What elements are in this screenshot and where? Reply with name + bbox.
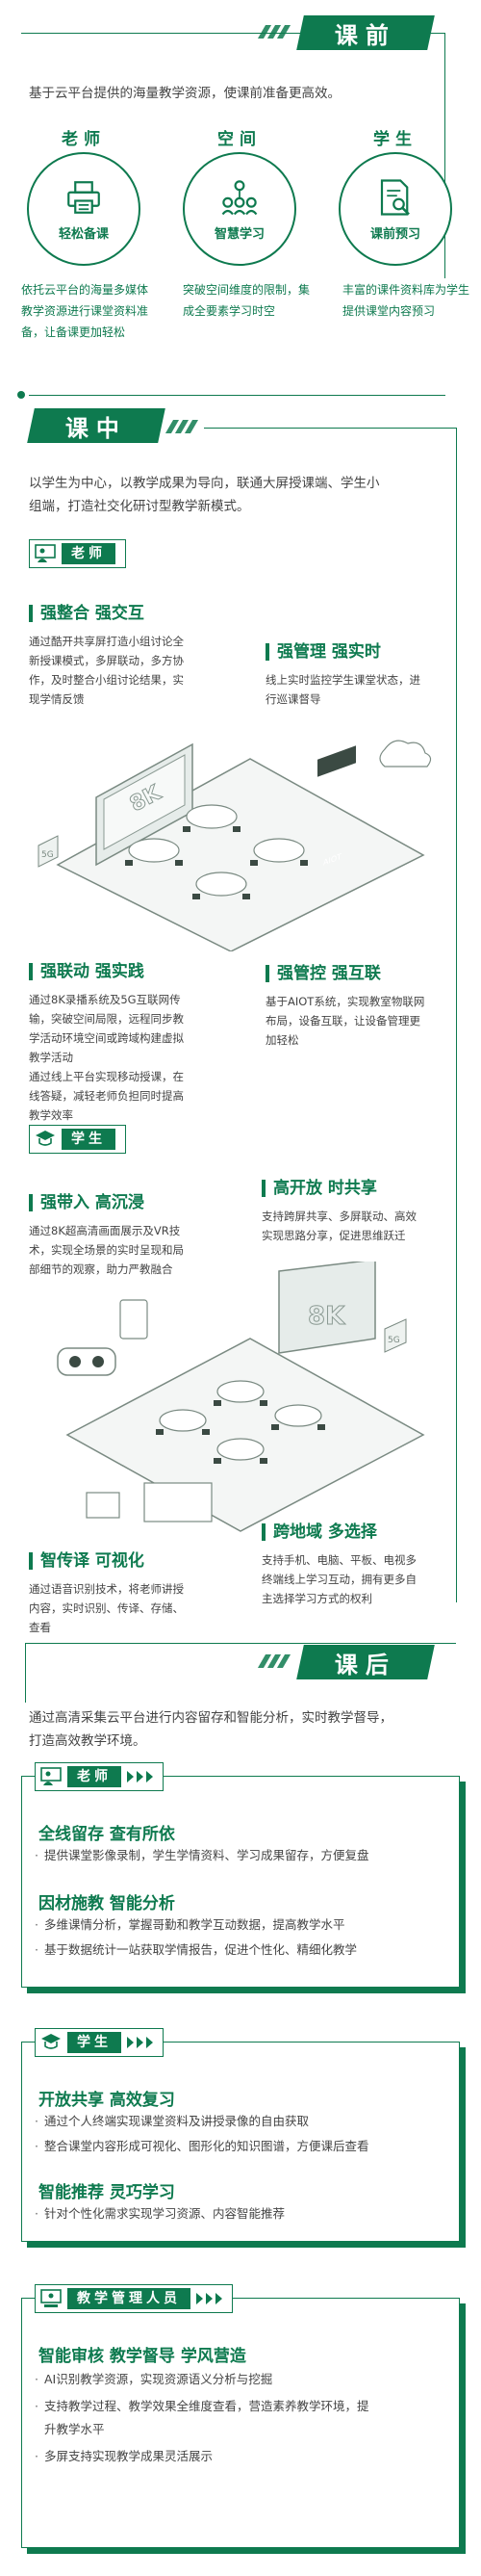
feature-desc: 基于AIOT系统，实现教室物联网 布局，设备互联，让设备管理更 加轻松 bbox=[266, 995, 425, 1047]
feature-desc: 支持手机、电脑、平板、电视多 终端线上学习互动，拥有更多自 主选择学习方式的权利 bbox=[262, 1553, 417, 1605]
after-intro-1: 通过高清采集云平台进行内容留存和智能分析，实时教学督导， bbox=[29, 1710, 392, 1726]
section-line bbox=[456, 428, 457, 1602]
bullet-continuation: 升教学水平 bbox=[44, 2422, 105, 2436]
phone-icon bbox=[119, 1299, 148, 1340]
role-tag-teacher: 老师 bbox=[35, 1762, 164, 1791]
after-intro-2: 打造高效教学环境。 bbox=[29, 1733, 146, 1749]
bullet-item: 提供课堂影像录制，学生学情资料、学习成果留存，方便复盘 bbox=[35, 1845, 369, 1866]
role-tag-teacher: 老师 bbox=[29, 539, 126, 568]
screen-8k-label: 8K bbox=[308, 1302, 345, 1331]
before-card-space: 智慧学习 bbox=[183, 152, 296, 266]
section-line bbox=[204, 428, 456, 429]
before-card-desc: 突破空间维度的限制，集成全要素学习时空 bbox=[183, 283, 311, 318]
during-intro-1: 以学生为中心，以教学成果为导向，联通大屏授课端、学生小 bbox=[29, 476, 380, 491]
laptop-icon bbox=[143, 1482, 213, 1522]
badge-5g: 5G bbox=[41, 850, 54, 860]
feature-title: 强整合 强交互 bbox=[29, 605, 144, 622]
section-banner-after: 课后 bbox=[296, 1645, 435, 1679]
teacher-icon bbox=[38, 1765, 63, 1788]
feature-desc: 线上实时监控学生课堂状态，进 行巡课督导 bbox=[266, 673, 420, 706]
feature-title: 跨地域 多选择 bbox=[262, 1523, 377, 1541]
section-line bbox=[444, 33, 445, 278]
bullet-item: 针对个性化需求实现学习资源、内容智能推荐 bbox=[35, 2203, 285, 2225]
role-tag-student: 学生 bbox=[35, 2028, 164, 2057]
feature-title: 强带入 高沉浸 bbox=[29, 1194, 144, 1211]
before-card-label: 课前预习 bbox=[369, 226, 420, 242]
section-line bbox=[25, 1643, 456, 1644]
feature-title: 强联动 强实践 bbox=[29, 963, 144, 980]
group-title: 智能推荐 灵巧学习 bbox=[38, 2183, 175, 2202]
section-line bbox=[25, 1643, 26, 1703]
document-search-icon bbox=[380, 178, 410, 216]
before-intro: 基于云平台提供的海量教学资源，使课前准备更高效。 bbox=[29, 86, 341, 101]
feature-desc: 通过8K超高清画面展示及VR技 术，实现全场景的实时呈现和局 部细节的观察，助力… bbox=[29, 1224, 184, 1276]
feature-title: 高开放 时共享 bbox=[262, 1180, 377, 1197]
cloud-icon bbox=[379, 740, 432, 768]
before-card-teacher: 轻松备课 bbox=[27, 152, 140, 266]
bullet-item: 多屏支持实现教学成果灵活展示 bbox=[35, 2446, 213, 2467]
graduate-icon bbox=[33, 1128, 58, 1151]
before-card-desc: 丰富的课件资料库为学生提供课堂内容预习 bbox=[342, 283, 470, 318]
feature-title: 智传译 可视化 bbox=[29, 1552, 144, 1570]
badge-5g: 5G bbox=[388, 1336, 400, 1345]
role-tag-admin: 教学管理人员 bbox=[35, 2284, 233, 2313]
vr-headset-icon bbox=[57, 1347, 116, 1376]
classroom-illustration-teacher: 8K 5G AIOT bbox=[38, 740, 432, 951]
feature-title: 强管理 强实时 bbox=[266, 643, 381, 661]
teacher-icon bbox=[33, 542, 58, 565]
before-card-label: 轻松备课 bbox=[58, 226, 109, 242]
printer-icon bbox=[67, 180, 100, 214]
section-dot bbox=[17, 391, 25, 399]
before-card-label: 智慧学习 bbox=[214, 226, 265, 242]
group-title: 全线留存 查有所依 bbox=[38, 1825, 175, 1844]
admin-icon bbox=[38, 2287, 63, 2310]
section-line bbox=[21, 33, 310, 34]
feature-desc: 通过语音识别技术，将老师讲授 内容，实时识别、传译、存储、 查看 bbox=[29, 1582, 184, 1634]
column-title-space: 空间 bbox=[217, 130, 262, 149]
after-box-admin bbox=[21, 2298, 460, 2548]
feature-title: 强管控 强互联 bbox=[266, 965, 381, 982]
group-title: 因材施教 智能分析 bbox=[38, 1894, 175, 1913]
section-banner-before: 课前 bbox=[296, 15, 435, 50]
bullet-item: 基于数据统计一站获取学情报告，促进个性化、精细化教学 bbox=[35, 1939, 357, 1961]
bullet-item: 通过个人终端实现课堂资料及讲授录像的自由获取 bbox=[35, 2111, 309, 2132]
tablet-icon bbox=[86, 1492, 120, 1519]
column-title-teacher: 老师 bbox=[62, 130, 106, 149]
stripe-decoration bbox=[165, 420, 199, 433]
column-title-student: 学生 bbox=[373, 130, 418, 149]
people-network-icon bbox=[221, 179, 258, 215]
feature-desc: 支持跨屏共享、多屏联动、高效 实现思路分享，促进思维跃迁 bbox=[262, 1210, 417, 1242]
classroom-illustration-student: 8K 5G bbox=[57, 1262, 425, 1532]
bullet-item: 支持教学过程、教学效果全维度查看，营造素养教学环境，提 bbox=[35, 2396, 369, 2417]
section-banner-during: 课中 bbox=[27, 408, 165, 443]
group-title: 开放共享 高效复习 bbox=[38, 2091, 175, 2110]
bullet-item: 整合课堂内容形成可视化、图形化的知识图谱，方便课后查看 bbox=[35, 2136, 369, 2157]
stripe-decoration bbox=[257, 1654, 291, 1668]
stripe-decoration bbox=[257, 25, 291, 39]
before-card-desc: 依托云平台的海量多媒体教学资源进行课堂资料准备，让备课更加轻松 bbox=[21, 283, 149, 339]
group-title: 智能审核 教学督导 学风营造 bbox=[38, 2347, 246, 2366]
feature-desc: 通过酷开共享屏打造小组讨论全 新授课模式，多屏联动，多方协 作，及时整合小组讨论… bbox=[29, 635, 184, 706]
graduate-icon bbox=[38, 2031, 63, 2054]
section-line bbox=[29, 395, 445, 396]
feature-desc: 通过8K录播系统及5G互联网传 输，突破空间局限，远程同步教 学活动环境空间或跨… bbox=[29, 993, 184, 1122]
before-card-student: 课前预习 bbox=[339, 152, 452, 266]
role-tag-student: 学生 bbox=[29, 1125, 126, 1154]
during-intro-2: 组端，打造社交化研讨型教学新模式。 bbox=[29, 499, 250, 514]
bullet-item: 多维课情分析，掌握哥勤和教学互动数据，提高教学水平 bbox=[35, 1914, 345, 1936]
bullet-item: AI识别教学资源，实现资源语义分析与挖掘 bbox=[35, 2369, 272, 2390]
section-line bbox=[429, 33, 444, 34]
